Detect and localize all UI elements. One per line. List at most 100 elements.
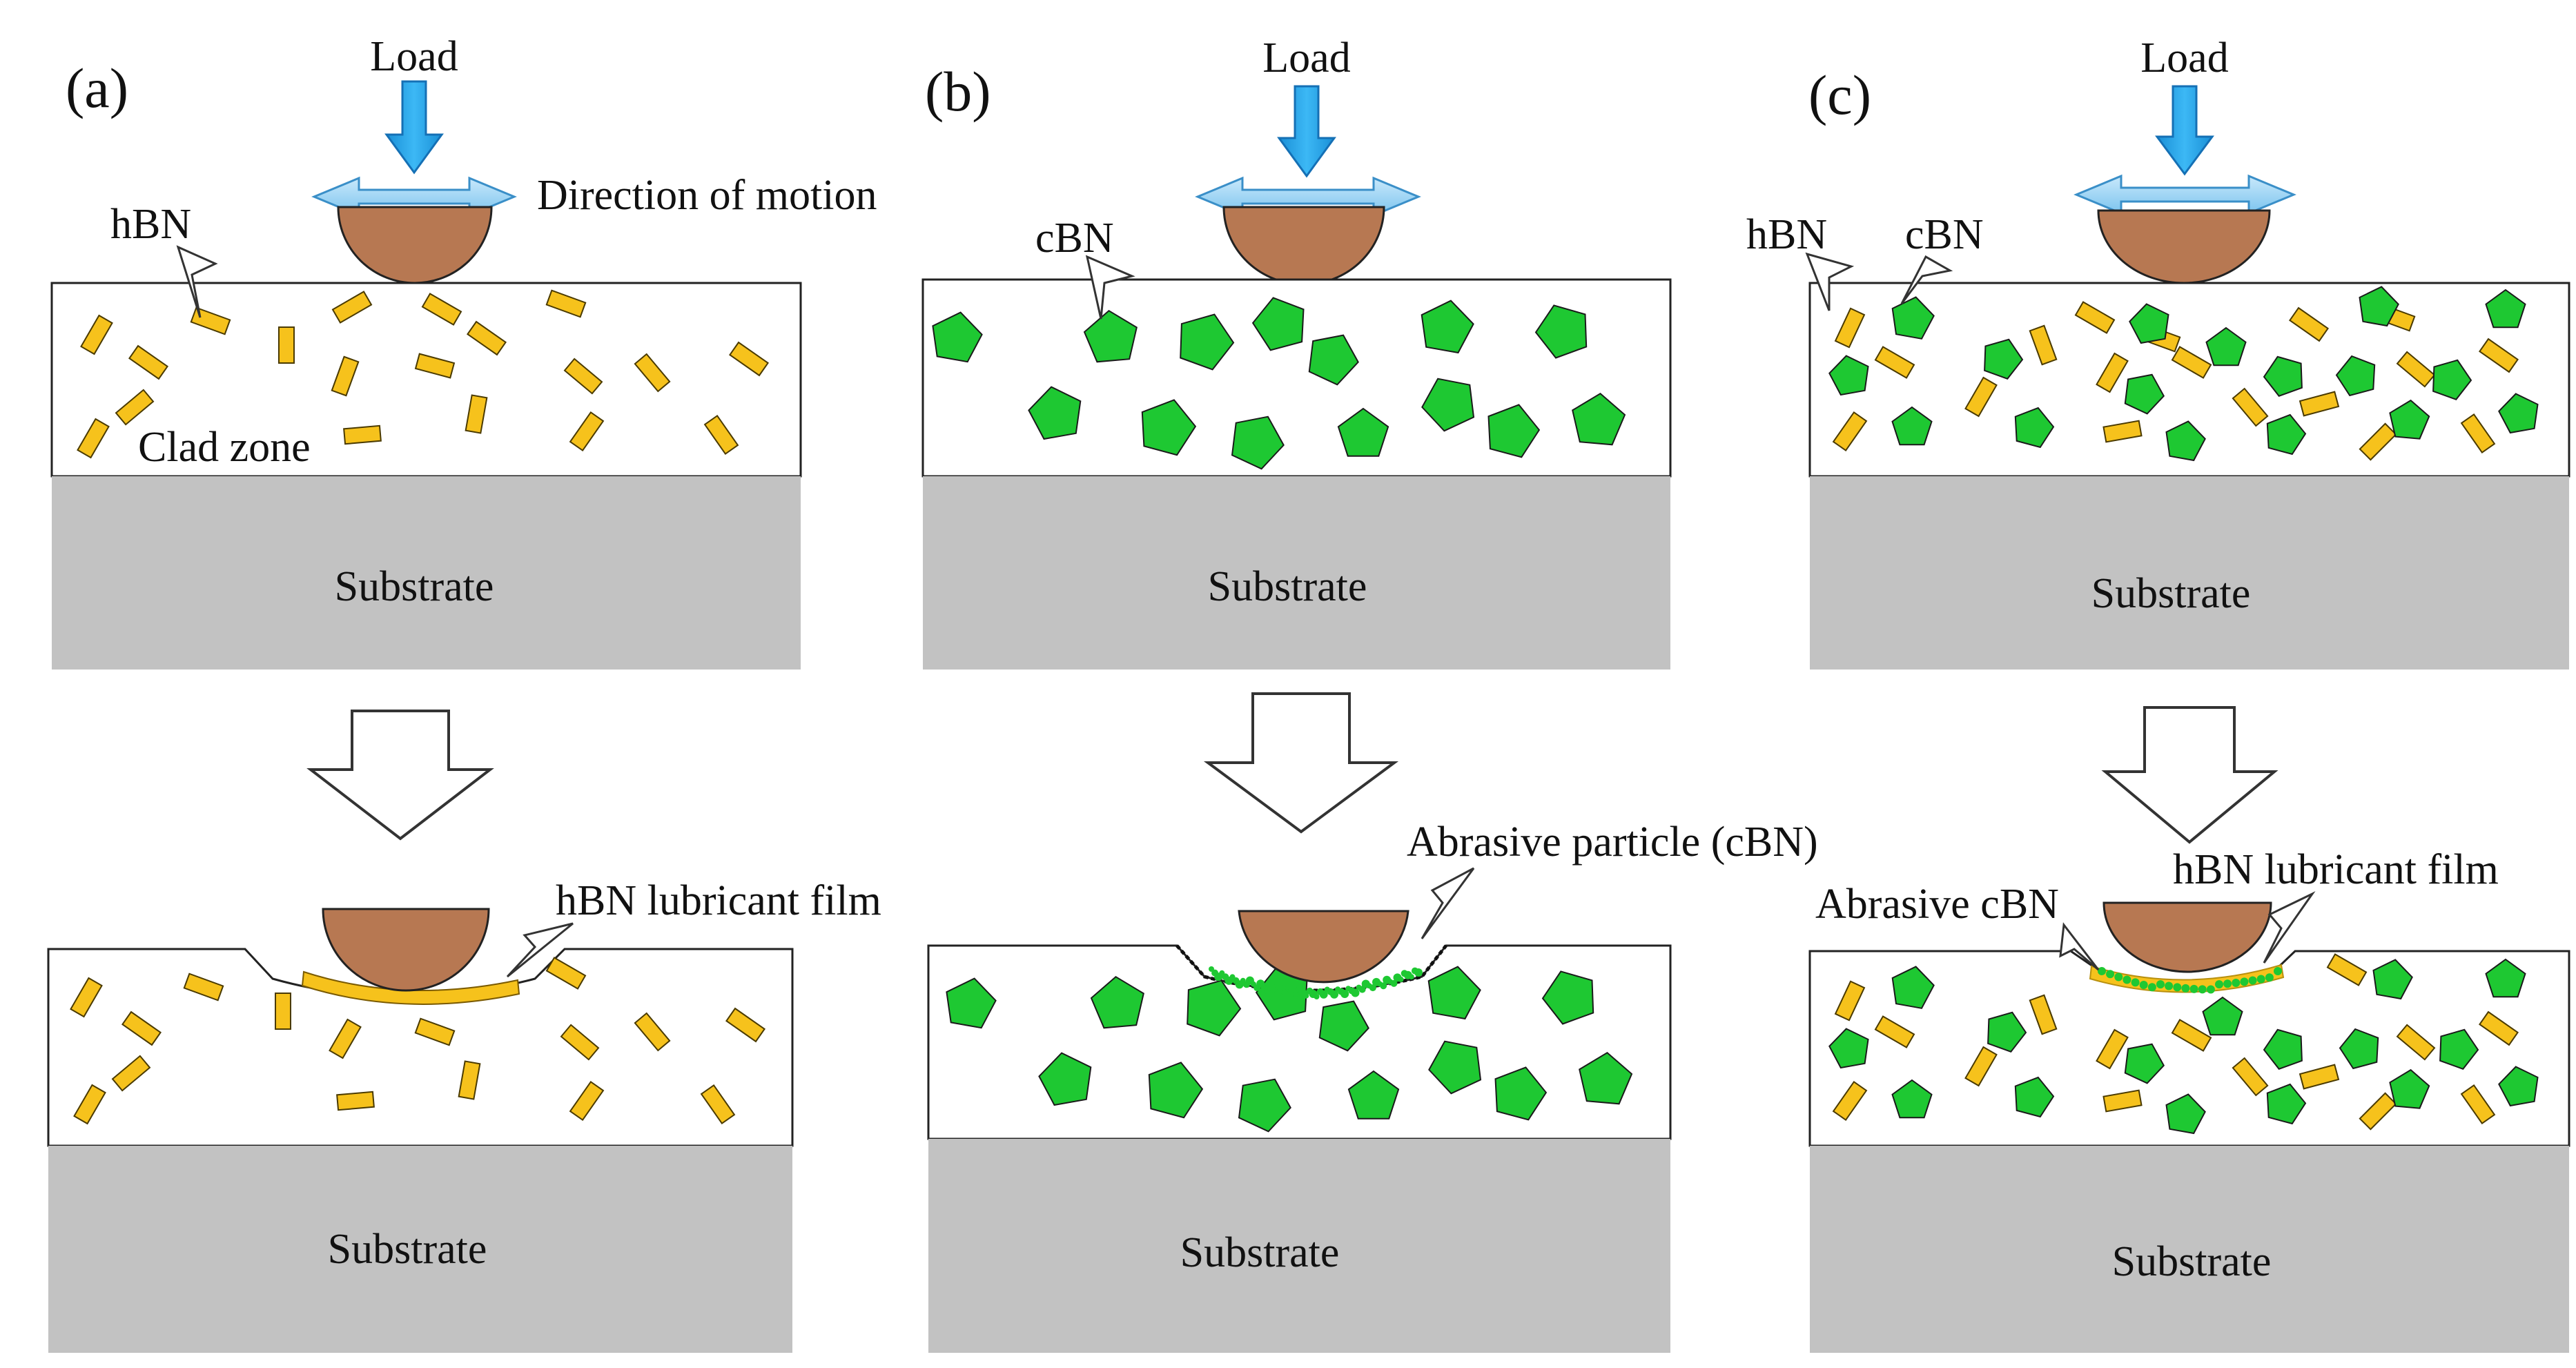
hbn-particle — [563, 358, 603, 395]
hbn-particle — [343, 424, 382, 445]
hbn-particle — [183, 973, 224, 1001]
hbn-particle — [73, 1084, 106, 1125]
panel-a-lubricant-film — [301, 970, 520, 1005]
cbn-debris — [2147, 983, 2156, 992]
panel-c-counterface-worn — [2102, 901, 2272, 973]
cbn-particle — [1421, 378, 1475, 432]
cbn-particle — [1428, 1040, 1482, 1095]
hbn-particle — [569, 1080, 605, 1122]
cbn-particle — [1141, 399, 1197, 456]
hbn-particle — [331, 355, 360, 397]
cbn-particle — [2498, 393, 2539, 434]
cbn-debris — [2265, 973, 2274, 982]
cbn-debris — [1358, 986, 1366, 993]
cbn-debris — [2232, 979, 2241, 987]
panel-b-cbn-callout-label: cBN — [1035, 215, 1114, 262]
panel-b-substrate-top-label: Substrate — [1208, 563, 1367, 610]
cbn-debris — [2123, 975, 2131, 984]
cbn-debris — [1408, 974, 1414, 980]
panel-b-load-label: Load — [1262, 35, 1350, 81]
hbn-particle — [545, 957, 587, 990]
hbn-particle — [128, 344, 169, 380]
cbn-particle — [2165, 1093, 2206, 1135]
cbn-particle — [1984, 338, 2024, 380]
panel-c-abrasive-callout-label: Abrasive cBN — [1815, 881, 2059, 928]
panel-b: (b) Load Substrate cBN Substrate Abrasiv… — [921, 35, 1818, 1353]
panel-a-substrate-bottom-label: Substrate — [328, 1226, 487, 1273]
cbn-particle — [1028, 386, 1082, 440]
cbn-debris — [2240, 977, 2249, 986]
cbn-debris — [1282, 990, 1288, 995]
cbn-particle — [1083, 309, 1138, 363]
hbn-particle — [634, 1012, 671, 1052]
hbn-particle — [329, 1018, 362, 1059]
cbn-debris — [1330, 990, 1338, 999]
panel-c-particles-worn — [1828, 953, 2539, 1135]
panel-b-transition-arrow-icon — [1203, 692, 1399, 834]
panel-b-substrate-bottom-label: Substrate — [1180, 1229, 1340, 1276]
panel-a-transition-arrow-icon — [306, 710, 494, 841]
panel-c-cbn-callout-label: cBN — [1905, 211, 1984, 258]
hbn-particle — [466, 320, 507, 356]
hbn-particle — [2232, 1057, 2269, 1097]
cbn-particle — [1579, 1051, 1633, 1105]
panel-c-particles-top — [1828, 286, 2539, 462]
cbn-particle — [1337, 407, 1389, 457]
cbn-particle — [2335, 355, 2376, 397]
cbn-particle — [1891, 296, 1935, 340]
cbn-particle — [1487, 404, 1541, 458]
panel-a-load-label: Load — [370, 33, 458, 80]
cbn-debris — [2189, 984, 2198, 993]
hbn-particle — [414, 353, 456, 379]
cbn-particle — [1534, 304, 1588, 359]
cbn-particle — [1828, 1028, 1869, 1069]
cbn-debris — [2215, 980, 2223, 989]
cbn-particle — [1318, 1000, 1369, 1052]
hbn-particle — [1874, 346, 1915, 379]
hbn-particle — [2359, 1092, 2397, 1131]
hbn-particle — [1832, 1080, 1868, 1122]
panel-c-abrasive-debris — [2098, 967, 2282, 994]
cbn-particle — [2439, 1028, 2479, 1070]
cbn-particle — [1494, 1066, 1548, 1121]
cbn-debris — [2131, 978, 2140, 987]
panel-a-lubricant-pointer-icon — [506, 922, 574, 978]
hbn-particle — [634, 353, 671, 393]
cbn-particle — [1148, 1062, 1204, 1119]
hbn-particle — [115, 389, 155, 426]
cbn-debris — [1390, 979, 1398, 987]
cbn-debris — [2139, 981, 2148, 989]
cbn-particle — [1891, 966, 1935, 1009]
hbn-particle — [121, 1010, 162, 1046]
cbn-debris — [1380, 982, 1387, 990]
cbn-particle — [1308, 334, 1359, 386]
panel-b-particles-worn — [946, 966, 1633, 1133]
hbn-particle — [111, 1055, 151, 1092]
cbn-debris — [1293, 991, 1298, 997]
cbn-particle — [2372, 959, 2413, 1000]
panel-a: (a) Load Direction of motion Substrate C… — [47, 33, 881, 1353]
panel-b-particles-top — [932, 297, 1626, 470]
panel-b-counterface-top — [1222, 206, 1385, 286]
cbn-particle — [1891, 406, 1933, 446]
cbn-debris — [2274, 967, 2282, 975]
panel-b-counterface-worn — [1238, 910, 1409, 984]
hbn-particle — [2171, 346, 2212, 379]
cbn-debris — [2181, 984, 2190, 993]
hbn-particle — [1874, 1015, 1915, 1048]
cbn-particle — [2432, 359, 2472, 400]
hbn-particle — [2029, 994, 2058, 1035]
cbn-debris — [1369, 984, 1376, 992]
hbn-particle — [70, 977, 103, 1018]
cbn-particle — [2498, 1066, 2539, 1107]
panel-b-abrasive-debris — [1209, 966, 1423, 999]
hbn-particle — [331, 291, 373, 324]
hbn-particle — [421, 293, 462, 326]
hbn-particle — [569, 411, 605, 452]
cbn-debris — [1314, 994, 1320, 999]
cbn-particle — [1427, 966, 1481, 1020]
panel-a-substrate-bottom — [48, 1146, 792, 1353]
panel-c-lubricant-pointer-icon — [2263, 891, 2316, 964]
hbn-particle — [2396, 1024, 2436, 1061]
